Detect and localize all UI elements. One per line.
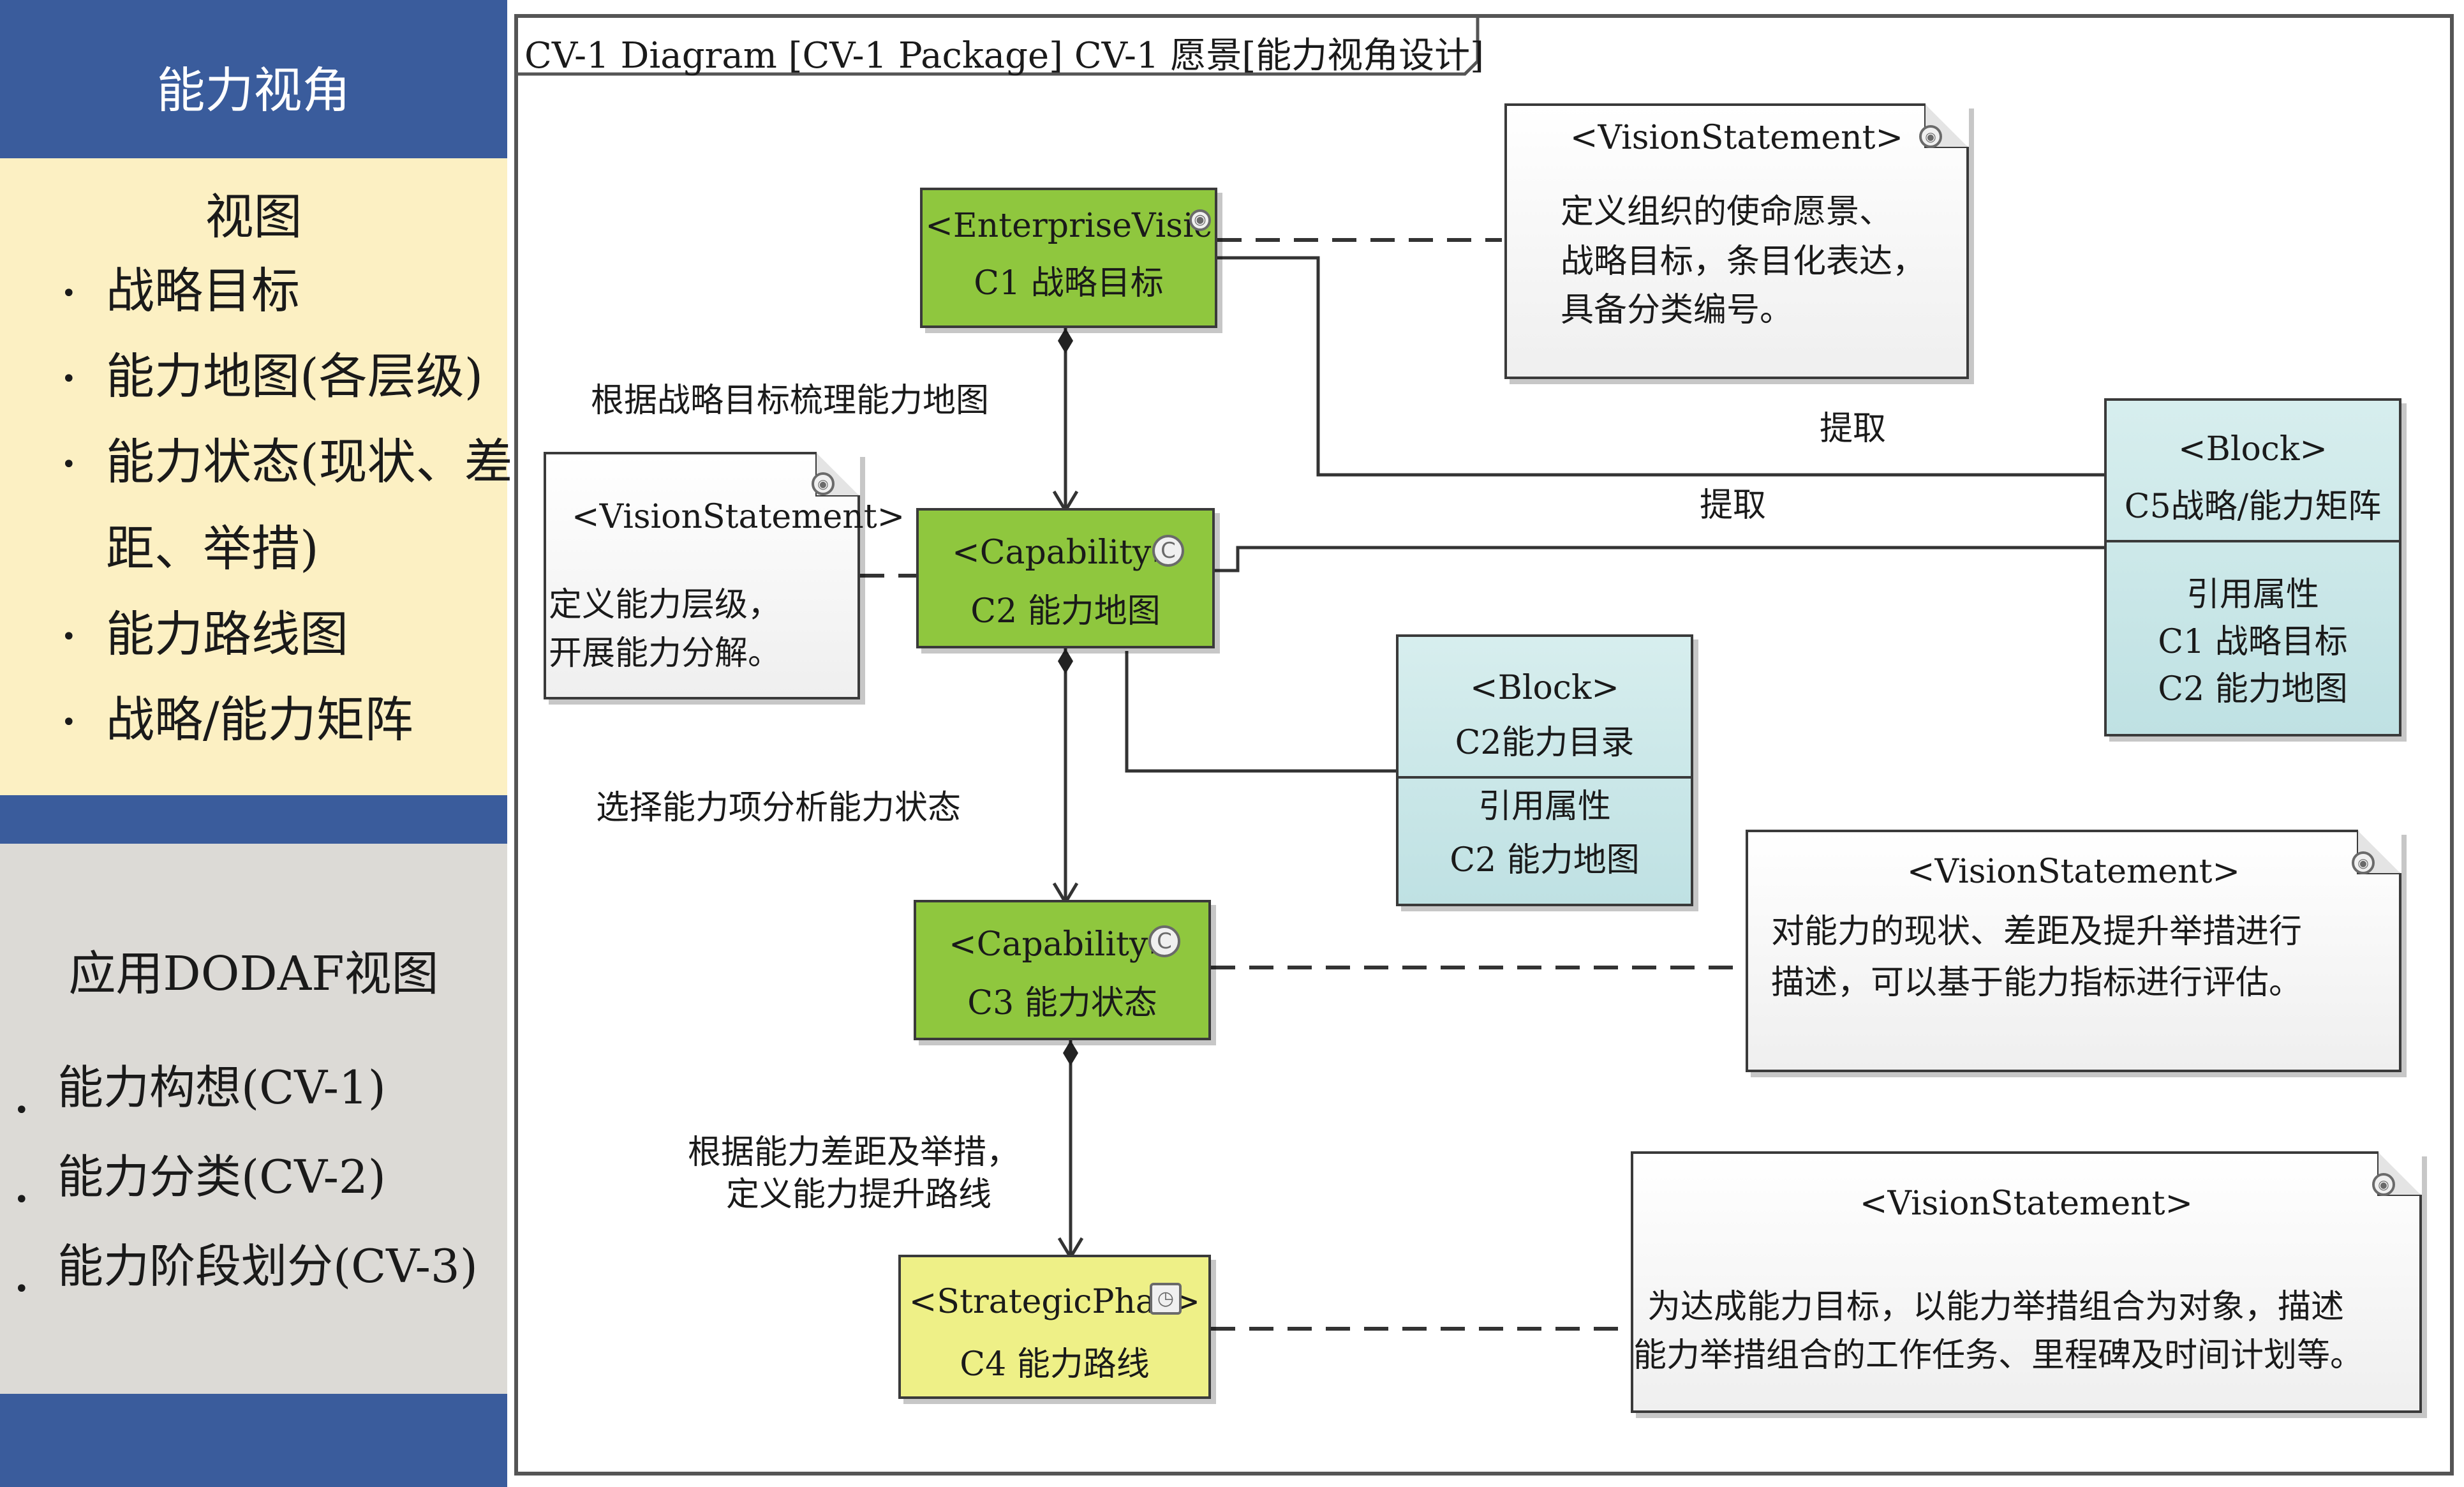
- sidebar-divider: [0, 795, 507, 844]
- note-line: 为达成能力目标，以能力举措组合为对象，描述: [1647, 1288, 2345, 1326]
- note-line: 定义能力层级，: [549, 586, 782, 624]
- block-stereotype: <Block>: [1470, 669, 1619, 707]
- block-c5-strategy-capability-matrix[interactable]: <Block> C5战略/能力矩阵 引用属性 C1 战略目标 C2 能力地图: [2104, 398, 2401, 736]
- views-item: 战略/能力矩阵: [106, 691, 413, 748]
- bullet-icon: •: [61, 279, 77, 308]
- node-c1-strategic-goal[interactable]: <EnterpriseVisic C1 战略目标 ◉: [920, 188, 1217, 328]
- note-line: 描述，可以基于能力指标进行评估。: [1771, 964, 2303, 1002]
- sidebar-footer: [0, 1394, 507, 1487]
- node-name: C3 能力状态: [967, 984, 1157, 1022]
- block-divider: [2107, 540, 2399, 542]
- edge-label-c1-c2: 根据战略目标梳理能力地图: [591, 382, 990, 420]
- block-compartment-line: 引用属性: [2186, 576, 2319, 614]
- note-vision-statement-c1[interactable]: ◉ <VisionStatement> 定义组织的使命愿景、 战略目标，条目化表…: [1504, 103, 1969, 379]
- dodaf-item: 能力构想(CV-1): [57, 1061, 386, 1114]
- note-stereotype: <VisionStatement>: [1859, 1184, 2193, 1223]
- bullet-icon: •: [14, 1096, 29, 1125]
- views-title: 视图: [205, 188, 302, 245]
- block-c2-capability-catalog[interactable]: <Block> C2能力目录 引用属性 C2 能力地图: [1396, 634, 1693, 906]
- node-name: C2 能力地图: [970, 592, 1161, 631]
- sidebar-header-title: 能力视角: [156, 62, 351, 119]
- node-stereotype: <Capability>: [952, 534, 1179, 572]
- phase-icon: ◷: [1150, 1283, 1182, 1315]
- sidebar-header: [0, 0, 507, 158]
- node-name: C4 能力路线: [960, 1345, 1150, 1384]
- edge-label-extract-upper: 提取: [1820, 410, 1887, 448]
- note-line: 具备分类编号。: [1561, 291, 1793, 329]
- note-vision-statement-c3[interactable]: ◉ <VisionStatement> 对能力的现状、差距及提升举措进行 描述，…: [1746, 830, 2401, 1072]
- bullet-icon: •: [14, 1274, 29, 1304]
- edge-label-extract-lower: 提取: [1700, 486, 1767, 525]
- block-compartment-line: 引用属性: [1478, 788, 1611, 826]
- edge-label-c3-c4-line1: 根据能力差距及举措，: [688, 1133, 1020, 1172]
- bullet-icon: •: [14, 1185, 29, 1214]
- note-line: 能力举措组合的工作任务、里程碑及时间计划等。: [1633, 1336, 2364, 1375]
- block-divider: [1399, 776, 1691, 779]
- dodaf-section: [0, 844, 507, 1394]
- block-compartment-line: C1 战略目标: [2158, 623, 2348, 661]
- note-stereotype: <VisionStatement>: [1906, 853, 2241, 891]
- bullet-icon: •: [61, 450, 77, 479]
- node-c4-capability-roadmap[interactable]: <StrategicPhas> C4 能力路线 ◷: [898, 1255, 1211, 1399]
- note-line: 对能力的现状、差距及提升举措进行: [1771, 913, 2303, 951]
- note-line: 开展能力分解。: [549, 634, 782, 673]
- node-c2-capability-map[interactable]: <Capability> C2 能力地图 C: [916, 508, 1215, 648]
- edge-label-c3-c4-line2: 定义能力提升路线: [726, 1176, 992, 1214]
- views-section: [0, 158, 507, 795]
- frame-title-text: CV-1 Diagram [CV-1 Package] CV-1 愿景[能力视角…: [524, 35, 1485, 77]
- views-item: 能力状态(现状、差: [106, 433, 513, 490]
- node-stereotype: <EnterpriseVisic: [925, 207, 1212, 245]
- views-item-continued: 距、举措): [106, 520, 319, 577]
- capability-icon: C: [1148, 925, 1180, 957]
- bullet-icon: •: [61, 622, 77, 652]
- vision-icon: ◉: [2372, 1173, 2395, 1196]
- views-item: 能力路线图: [106, 606, 348, 662]
- block-stereotype: <Block>: [2178, 430, 2327, 468]
- dodaf-item: 能力阶段划分(CV-3): [57, 1239, 478, 1293]
- dodaf-title: 应用DODAF视图: [68, 946, 439, 1001]
- views-item: 战略目标: [106, 262, 300, 319]
- node-stereotype: <Capability>: [949, 925, 1176, 964]
- block-compartment-line: C2 能力地图: [2158, 670, 2348, 708]
- bullet-icon: •: [61, 708, 77, 737]
- dodaf-item: 能力分类(CV-2): [57, 1150, 386, 1204]
- node-c3-capability-state[interactable]: <Capability> C3 能力状态 C: [914, 900, 1211, 1040]
- block-name: C2能力目录: [1455, 724, 1635, 762]
- vision-icon: ◉: [1189, 209, 1211, 231]
- views-item: 能力地图(各层级): [106, 348, 484, 405]
- note-line: 定义组织的使命愿景、: [1561, 193, 1893, 231]
- node-name: C1 战略目标: [974, 264, 1164, 303]
- vision-icon: ◉: [2352, 851, 2375, 874]
- bullet-icon: •: [61, 364, 77, 394]
- note-vision-statement-c2[interactable]: ◉ <VisionStatement> 定义能力层级， 开展能力分解。: [544, 452, 905, 699]
- vision-icon: ◉: [812, 472, 835, 495]
- capability-icon: C: [1152, 535, 1184, 567]
- note-line: 战略目标，条目化表达，: [1561, 243, 1926, 281]
- edge-label-c2-c3: 选择能力项分析能力状态: [596, 789, 961, 827]
- note-stereotype: <VisionStatement>: [572, 498, 905, 536]
- note-vision-statement-c4[interactable]: ◉ <VisionStatement> 为达成能力目标，以能力举措组合为对象，描…: [1631, 1151, 2422, 1413]
- note-stereotype: <VisionStatement>: [1570, 119, 1904, 157]
- block-name: C5战略/能力矩阵: [2124, 488, 2382, 526]
- block-compartment-line: C2 能力地图: [1450, 841, 1640, 879]
- vision-icon: ◉: [1919, 125, 1942, 148]
